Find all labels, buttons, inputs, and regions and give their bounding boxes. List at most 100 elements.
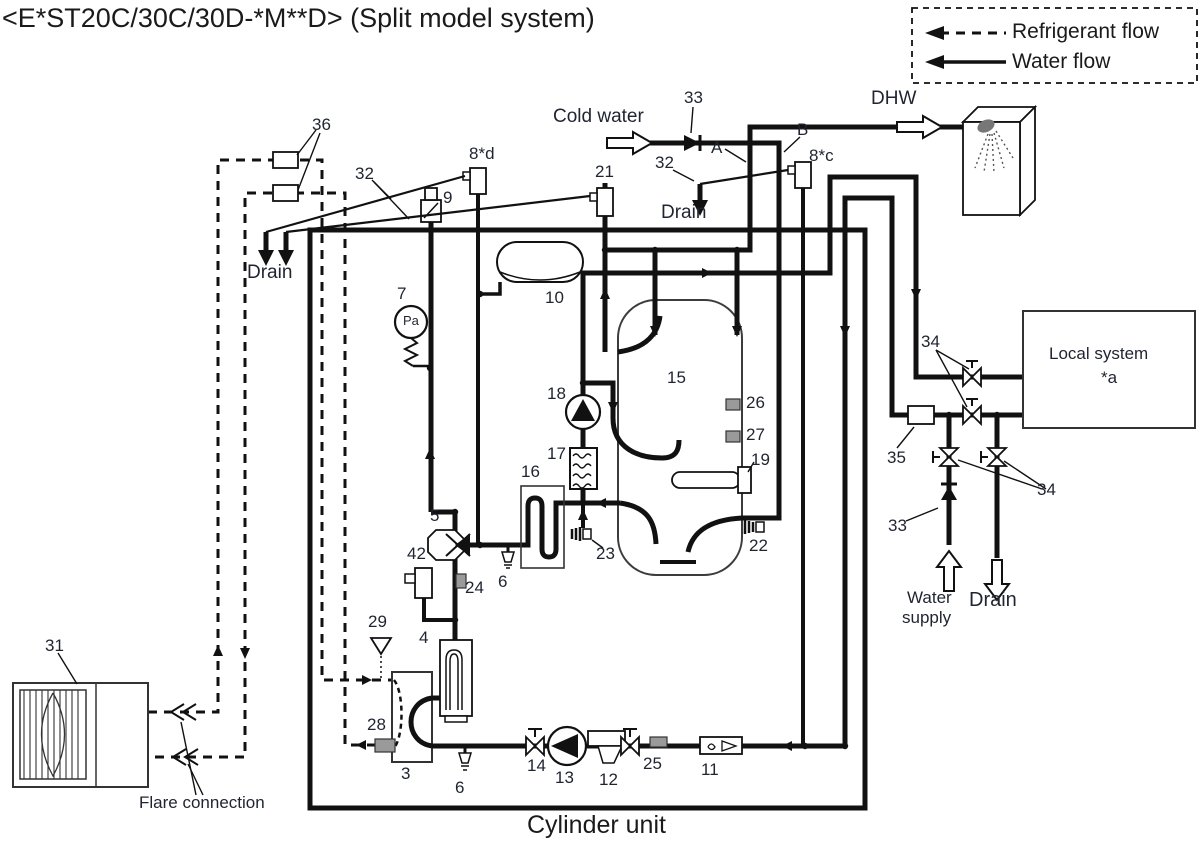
flow-switch-11 [699, 736, 743, 755]
air-purge-valve-9 [420, 187, 442, 223]
dhw-tank-15 [617, 299, 743, 576]
label-text-flare: Flare connection [139, 793, 265, 812]
component-42 [404, 567, 433, 599]
label-comp-34-top: 34 [921, 332, 940, 351]
label-comp-18: 18 [547, 384, 566, 403]
diagram-title: <E*ST20C/30C/30D-*M**D> (Split model sys… [2, 3, 595, 33]
flare-connection-chevrons [169, 703, 199, 766]
label-leader-lines [57, 106, 1047, 796]
tank-sensor-26 [725, 398, 741, 411]
label-text-drain-left: Drain [247, 262, 293, 283]
component-35 [907, 405, 935, 425]
label-comp-6-upper: 6 [498, 572, 508, 591]
shower-icon [960, 104, 1038, 218]
sensor-24 [455, 573, 467, 589]
label-comp-4: 4 [419, 628, 429, 647]
valve-12-side [620, 728, 640, 758]
label-comp-33-right: 33 [888, 516, 907, 535]
relief-valve-8c [787, 161, 812, 189]
drain-cock-6-upper [500, 545, 516, 569]
sensor-25 [649, 736, 668, 748]
three-way-valve-5 [427, 529, 472, 561]
label-text-water-supply-2: supply [902, 608, 952, 627]
label-comp-36: 36 [312, 115, 331, 134]
valve-34c [932, 447, 961, 467]
label-comp-34-bottom: 34 [1037, 480, 1056, 499]
valve-14 [525, 728, 545, 758]
label-comp-22: 22 [749, 536, 768, 555]
label-point-A: A [711, 138, 723, 157]
dhw-arrow-icon [896, 114, 944, 140]
label-comp-8c: 8*c [809, 146, 834, 165]
plate-hx-16 [520, 485, 565, 569]
water-piping [422, 124, 1023, 749]
label-comp-24: 24 [465, 578, 484, 597]
label-text-dhw: DHW [871, 88, 917, 109]
label-comp-33-top: 33 [684, 88, 703, 107]
label-text-water-supply-1: Water [907, 588, 952, 607]
label-comp-7: 7 [397, 284, 407, 303]
sensor-28 [374, 738, 396, 753]
water-supply-arrow-icon [935, 549, 963, 592]
flow-block-arrows [606, 114, 1011, 602]
label-comp-42: 42 [407, 544, 426, 563]
label-comp-9: 9 [443, 188, 453, 207]
label-comp-10: 10 [545, 288, 564, 307]
label-comp-11: 11 [701, 760, 719, 779]
refrigerant-valves-36 [272, 151, 299, 202]
label-comp-35: 35 [887, 448, 906, 467]
label-comp-19: 19 [751, 450, 770, 469]
drain-right-arrow-icon [983, 559, 1011, 602]
booster-heater-4 [439, 639, 473, 723]
component-12 [587, 730, 626, 764]
check-valve-33-right [941, 482, 957, 500]
label-comp-13: 13 [555, 768, 574, 787]
cylinder-unit-border [307, 227, 868, 811]
label-text-drain-mid: Drain [661, 202, 707, 223]
label-comp-14: 14 [527, 756, 546, 775]
pressure-gauge-7 [393, 304, 430, 368]
heater-element-19 [671, 466, 752, 494]
refrigerant-water-hx-3 [391, 671, 433, 763]
expansion-vessel-10 [496, 241, 584, 283]
label-comp-15: 15 [667, 368, 686, 387]
outdoor-unit-31 [12, 682, 149, 788]
pipe-junctions [426, 246, 1001, 750]
flow-arrowheads [425, 268, 921, 751]
legend-refrigerant-label: Refrigerant flow [1012, 20, 1160, 43]
tank-fitting-23 [570, 527, 592, 541]
label-comp-32-mid: 32 [655, 153, 674, 172]
label-comp-6-lower: 6 [455, 778, 465, 797]
label-text-drain-right: Drain [969, 589, 1017, 611]
pump-13 [546, 725, 588, 767]
tank-sensor-27 [725, 430, 741, 443]
valve-34a [962, 360, 982, 389]
relief-valve-8d [462, 167, 487, 195]
check-valve-33-top [684, 135, 702, 151]
legend-water-label: Water flow [1012, 50, 1111, 73]
label-comp-5: 5 [430, 506, 440, 525]
sensor-pocket-21 [589, 187, 614, 217]
label-comp-32-left: 32 [355, 164, 374, 183]
drain-funnel-29 [369, 637, 393, 680]
label-comp-23: 23 [596, 544, 615, 563]
label-comp-31: 31 [45, 636, 64, 655]
label-comp-21: 21 [595, 162, 614, 181]
label-comp-8d: 8*d [469, 144, 495, 163]
refrigerant-flow-arrows [213, 645, 372, 750]
relief-drain-pipes-32 [265, 168, 789, 234]
valve-34d [980, 447, 1009, 467]
label-comp-16: 16 [521, 462, 540, 481]
label-comp-26: 26 [746, 393, 765, 412]
label-comp-17: 17 [547, 444, 566, 463]
cylinder-unit-caption: Cylinder unit [527, 811, 666, 839]
strainer-17 [569, 447, 598, 490]
label-comp-29: 29 [368, 612, 387, 631]
label-comp-27: 27 [746, 425, 765, 444]
drain-cock-6-lower [457, 746, 473, 771]
label-comp-28: 28 [367, 715, 386, 734]
label-text-cold-water: Cold water [553, 106, 644, 127]
label-comp-25: 25 [643, 754, 662, 773]
